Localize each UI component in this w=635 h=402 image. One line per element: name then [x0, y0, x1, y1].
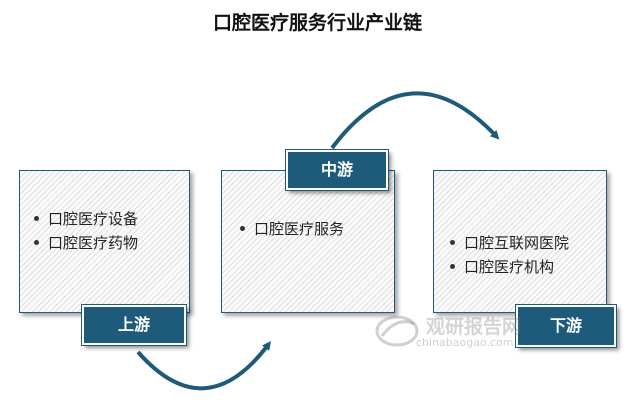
midstream-item: 口腔医疗服务 [240, 217, 344, 241]
watermark-logo [375, 315, 419, 347]
upstream-label: 上游 [81, 304, 187, 346]
downstream-box: 口腔互联网医院 口腔医疗机构 [433, 170, 607, 313]
arrow-midstream-to-downstream [330, 91, 500, 150]
upstream-item: 口腔医疗药物 [34, 231, 138, 255]
midstream-label: 中游 [285, 149, 389, 191]
arrow-upstream-to-midstream [136, 341, 272, 391]
downstream-item: 口腔医疗机构 [450, 255, 569, 279]
downstream-item-list: 口腔互联网医院 口腔医疗机构 [450, 231, 569, 279]
diagram-title: 口腔医疗服务行业产业链 [212, 12, 422, 34]
midstream-box: 口腔医疗服务 [221, 170, 395, 313]
upstream-box: 口腔医疗设备 口腔医疗药物 [19, 170, 190, 313]
upstream-item: 口腔医疗设备 [34, 207, 138, 231]
watermark-text-en: chinabaogao.com [416, 336, 514, 349]
watermark-text-cn: 观研报告网 [426, 316, 522, 338]
downstream-item: 口腔互联网医院 [450, 231, 569, 255]
midstream-item-list: 口腔医疗服务 [240, 217, 344, 241]
downstream-label: 下游 [515, 304, 617, 348]
upstream-item-list: 口腔医疗设备 口腔医疗药物 [34, 207, 138, 255]
